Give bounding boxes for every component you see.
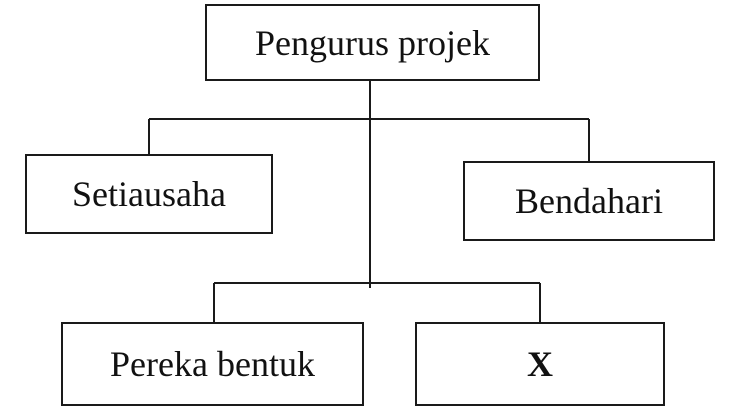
node-bendahari: Bendahari [463,161,715,241]
node-setiausaha: Setiausaha [25,154,273,234]
node-label: X [527,344,553,384]
node-label: Pereka bentuk [110,344,315,384]
node-label: Pengurus projek [255,22,490,63]
node-pengurus-projek: Pengurus projek [205,4,540,81]
node-label: Setiausaha [72,174,226,214]
node-label: Bendahari [515,181,663,221]
node-pereka-bentuk: Pereka bentuk [61,322,364,406]
node-x: X [415,322,665,406]
